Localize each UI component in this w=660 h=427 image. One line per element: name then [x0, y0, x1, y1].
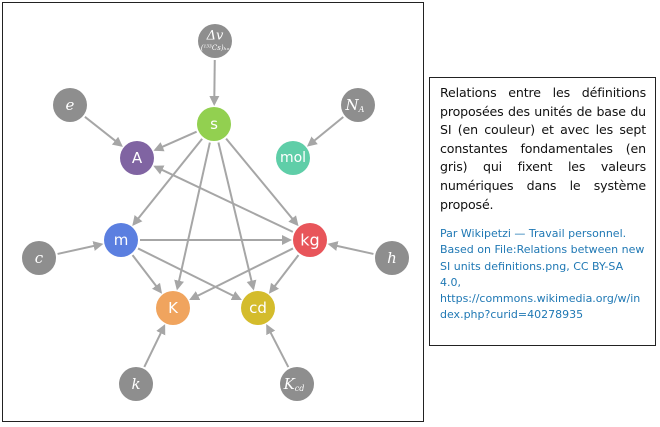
- unit-circle-K: [156, 291, 190, 325]
- constant-sublabel-dv: (¹³³Cs)ₕₒ: [201, 44, 230, 52]
- arrow-s-to-m: [132, 138, 203, 226]
- arrow-kg-to-A: [153, 165, 294, 233]
- constant-node-k: k: [119, 367, 153, 401]
- arrow-kg-to-cd: [268, 254, 300, 294]
- unit-node-kg: kg: [293, 223, 327, 257]
- unit-label-A: A: [132, 149, 143, 167]
- constant-circle-e: [53, 88, 87, 122]
- credit-url-link[interactable]: https://commons.wikimedia.org/w/index.ph…: [440, 291, 641, 322]
- constant-node-dv: Δv(¹³³Cs)ₕₒ: [198, 24, 232, 58]
- arrow-s-to-kg: [225, 137, 299, 227]
- constant-circle-dv: [198, 24, 232, 58]
- constant-node-h: h: [375, 241, 409, 275]
- unit-node-m: m: [104, 223, 138, 257]
- arrow-s-to-A: [153, 130, 198, 152]
- constant-label-c: c: [35, 249, 44, 267]
- attribution-credit: Par Wikipetzi — Travail personnel. Based…: [440, 226, 646, 323]
- arrow-dv-to-s: [209, 59, 220, 107]
- constant-node-e: e: [53, 88, 87, 122]
- constant-circle-h: [375, 241, 409, 275]
- unit-node-K: K: [156, 291, 190, 325]
- arrow-kg-to-K: [189, 247, 294, 301]
- unit-label-kg: kg: [300, 231, 319, 250]
- unit-circle-A: [120, 141, 154, 175]
- constant-subscript-Kcd: cd: [295, 384, 305, 393]
- constant-circle-k: [119, 367, 153, 401]
- constant-node-NA: NA: [341, 88, 375, 122]
- unit-node-mol: mol: [276, 141, 310, 175]
- constant-circle-c: [22, 241, 56, 275]
- edges-layer: [57, 59, 374, 368]
- constant-label-e: e: [66, 96, 75, 114]
- arrow-e-to-A: [84, 116, 123, 147]
- arrow-m-to-K: [131, 254, 163, 294]
- unit-circle-s: [197, 107, 231, 141]
- arrow-s-to-K: [174, 142, 211, 291]
- caption-text: Relations entre les définitions proposée…: [440, 85, 646, 212]
- arrow-Kcd-to-cd: [266, 324, 290, 368]
- unit-circle-kg: [293, 223, 327, 257]
- unit-circle-mol: [276, 141, 310, 175]
- constant-label-k: k: [131, 375, 140, 393]
- arrow-m-to-cd: [137, 247, 242, 301]
- arrow-NA-to-mol: [306, 116, 344, 147]
- unit-label-K: K: [168, 299, 179, 317]
- unit-node-A: A: [120, 141, 154, 175]
- unit-label-m: m: [114, 231, 129, 249]
- arrow-h-to-kg: [327, 241, 374, 255]
- arrow-s-to-cd: [217, 142, 257, 291]
- unit-circle-m: [104, 223, 138, 257]
- unit-label-s: s: [210, 115, 218, 133]
- arrow-c-to-m: [57, 241, 104, 255]
- constant-label-dv: Δv: [206, 29, 224, 44]
- unit-circle-cd: [241, 291, 275, 325]
- arrow-k-to-K: [143, 324, 166, 368]
- unit-node-cd: cd: [241, 291, 275, 325]
- credit-text: Par Wikipetzi — Travail personnel. Based…: [440, 227, 645, 289]
- constant-label-h: h: [387, 249, 397, 267]
- constant-circle-NA: [341, 88, 375, 122]
- constant-node-c: c: [22, 241, 56, 275]
- constant-circle-Kcd: [280, 367, 314, 401]
- unit-label-mol: mol: [280, 150, 306, 166]
- unit-label-cd: cd: [249, 299, 267, 317]
- unit-node-s: s: [197, 107, 231, 141]
- constant-subscript-NA: A: [358, 105, 365, 114]
- constant-node-Kcd: Kcd: [280, 367, 314, 401]
- caption-box: Relations entre les définitions proposée…: [429, 77, 656, 346]
